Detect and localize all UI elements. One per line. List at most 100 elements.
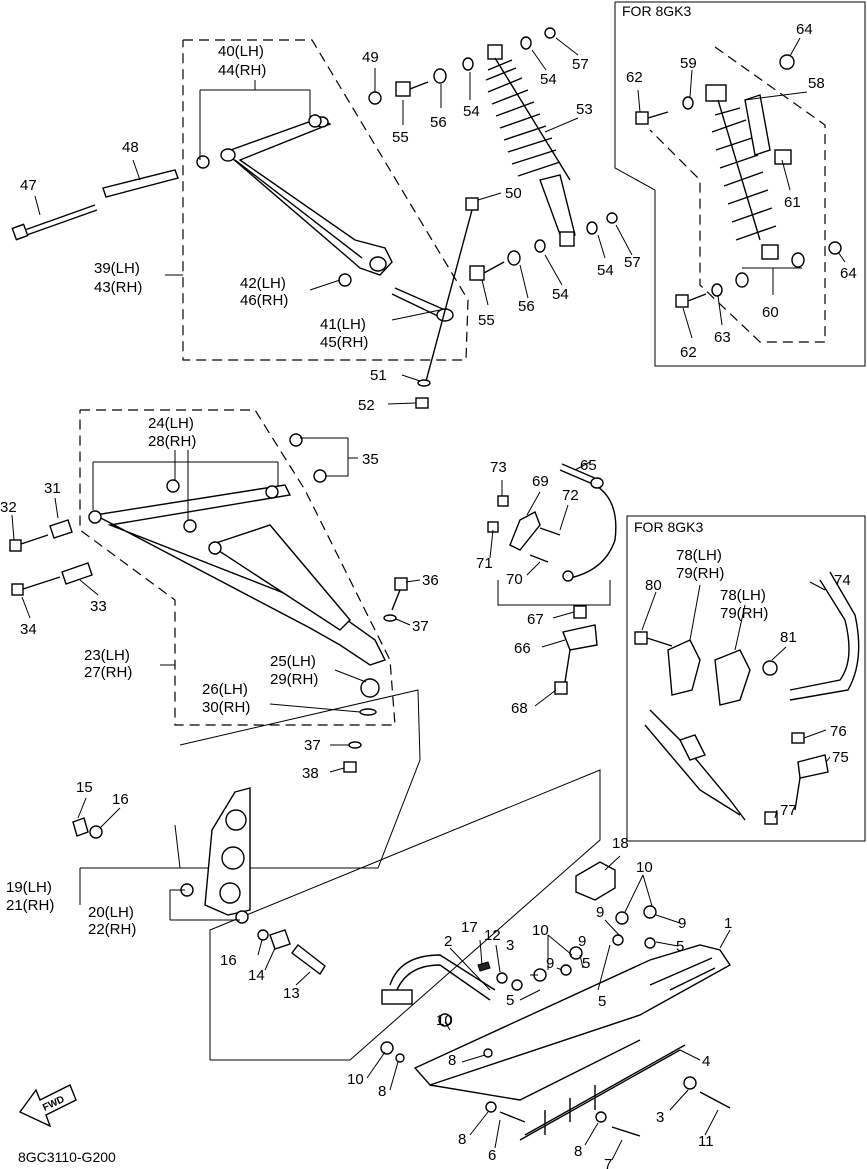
upper-arm-bolt xyxy=(11,204,98,241)
label-1: 1 xyxy=(724,915,732,932)
label-10d: 10 xyxy=(347,1071,364,1088)
label-68: 68 xyxy=(511,700,528,717)
label-47: 47 xyxy=(20,177,37,194)
tie-rod-65 xyxy=(559,463,617,582)
label-19: 19(LH) xyxy=(6,879,52,896)
shock-hardware-top xyxy=(395,27,556,97)
label-9d: 9 xyxy=(546,955,554,972)
label-4: 4 xyxy=(702,1053,710,1070)
label-49: 49 xyxy=(362,49,379,66)
label-78a: 78(LH) xyxy=(676,547,722,564)
label-40: 40(LH) xyxy=(218,43,264,60)
label-57a: 57 xyxy=(572,56,589,73)
steering-box xyxy=(497,580,611,606)
label-6: 6 xyxy=(488,1147,496,1164)
inset-shock-58 xyxy=(635,54,842,308)
label-70: 70 xyxy=(506,571,523,588)
label-2: 2 xyxy=(444,933,452,950)
lower-arm-bolts xyxy=(9,534,61,596)
upper-arm-dashed-box xyxy=(182,39,469,361)
label-18: 18 xyxy=(612,835,629,852)
label-10b: 10 xyxy=(532,922,549,939)
label-52: 52 xyxy=(358,397,375,414)
label-37b: 37 xyxy=(304,737,321,754)
fwd-arrow: FWD xyxy=(18,1084,77,1128)
label-69: 69 xyxy=(532,473,549,490)
label-13: 13 xyxy=(283,985,300,1002)
label-72: 72 xyxy=(562,487,579,504)
label-57b: 57 xyxy=(624,254,641,271)
leader-lines xyxy=(11,37,846,1161)
label-8c: 8 xyxy=(458,1131,466,1148)
ski-fasteners xyxy=(380,905,731,1137)
spindle-outline xyxy=(174,689,421,869)
label-48: 48 xyxy=(122,139,139,156)
upper-a-arm xyxy=(220,116,393,276)
label-9b: 9 xyxy=(678,915,686,932)
label-65: 65 xyxy=(580,457,597,474)
label-58: 58 xyxy=(808,75,825,92)
label-62a: 62 xyxy=(626,69,643,86)
label-54d: 54 xyxy=(597,262,614,279)
label-16a: 16 xyxy=(112,791,129,808)
upper-arm-shaft xyxy=(102,169,179,198)
label-43: 43(RH) xyxy=(94,279,142,296)
label-10a: 10 xyxy=(636,859,653,876)
label-35: 35 xyxy=(362,451,379,468)
label-74: 74 xyxy=(834,572,851,589)
steering-arm-69 xyxy=(487,495,561,563)
label-3a: 3 xyxy=(506,937,514,954)
label-62b: 62 xyxy=(680,344,697,361)
ski-saddle-18 xyxy=(575,861,616,901)
label-39: 39(LH) xyxy=(94,260,140,277)
label-56b: 56 xyxy=(518,298,535,315)
label-50: 50 xyxy=(505,185,522,202)
label-23: 23(LH) xyxy=(84,647,130,664)
spindle xyxy=(204,787,251,916)
label-21: 21(RH) xyxy=(6,897,54,914)
steering-bracket-66 xyxy=(554,605,598,695)
label-77: 77 xyxy=(780,802,797,819)
lower-link-hardware xyxy=(343,577,408,773)
label-55b: 55 xyxy=(478,312,495,329)
label-8b: 8 xyxy=(378,1083,386,1100)
reference-code: 8GC3110-G200 xyxy=(18,1149,116,1165)
label-54a: 54 xyxy=(463,103,480,120)
label-54b: 54 xyxy=(540,71,557,88)
label-30: 30(RH) xyxy=(202,699,250,716)
label-64b: 64 xyxy=(840,265,857,282)
label-11: 11 xyxy=(698,1133,714,1150)
label-5a: 5 xyxy=(676,938,684,955)
label-9c: 9 xyxy=(578,933,586,950)
label-9a: 9 xyxy=(596,904,604,921)
ski-outline xyxy=(209,769,601,1061)
label-37a: 37 xyxy=(412,618,429,635)
inset-right-header: FOR 8GK3 xyxy=(634,519,703,535)
label-36: 36 xyxy=(422,572,439,589)
label-32: 32 xyxy=(0,499,17,516)
shock-absorber-53 xyxy=(485,44,576,247)
ski-1 xyxy=(413,944,732,1101)
label-73: 73 xyxy=(490,459,507,476)
label-28: 28(RH) xyxy=(148,433,196,450)
label-3b: 3 xyxy=(656,1109,664,1126)
label-25: 25(LH) xyxy=(270,653,316,670)
stabilizer-link-50 xyxy=(415,197,479,409)
label-53: 53 xyxy=(576,101,593,118)
upper-arm-nut-49 xyxy=(368,91,382,105)
label-60: 60 xyxy=(762,304,779,321)
shock-hardware-bottom xyxy=(469,212,618,281)
label-31: 31 xyxy=(44,480,61,497)
part-labels: 40(LH) 44(RH) 49 48 47 39(LH) 43(RH) 42(… xyxy=(0,21,857,1169)
label-42: 42(LH) xyxy=(240,275,286,292)
label-10c: 10 xyxy=(436,1012,453,1029)
label-78b: 78(LH) xyxy=(720,587,766,604)
label-61: 61 xyxy=(784,194,801,211)
label-5d: 5 xyxy=(506,992,514,1009)
label-34: 34 xyxy=(20,621,37,638)
wear-bar-4 xyxy=(519,1044,686,1141)
spindle-bushings xyxy=(72,817,326,976)
label-8a: 8 xyxy=(448,1052,456,1069)
label-75: 75 xyxy=(832,749,849,766)
